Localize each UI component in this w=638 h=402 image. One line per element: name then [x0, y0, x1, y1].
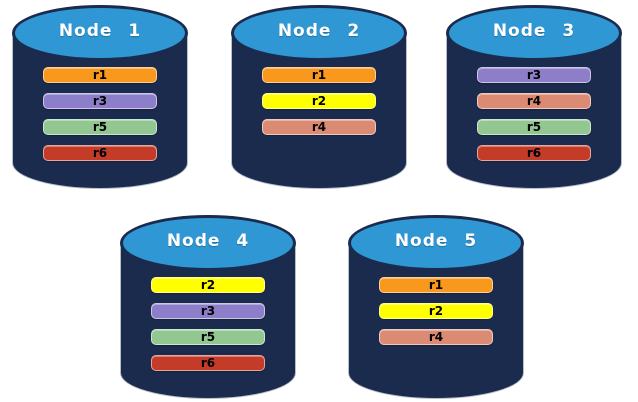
- record-label: r6: [526, 146, 542, 160]
- record-label: r3: [200, 304, 216, 318]
- record-list: r2 r3 r5 r6: [151, 277, 265, 371]
- node-title: Node 4: [166, 231, 250, 251]
- record-label: r6: [200, 356, 216, 370]
- record-bar: r5: [477, 119, 591, 135]
- record-label: r5: [92, 120, 108, 134]
- record-bar: r4: [262, 119, 376, 135]
- record-list: r1 r2 r4: [262, 67, 376, 135]
- record-bar: r2: [151, 277, 265, 293]
- node-cylinder: Node 3 r3 r4 r5 r6: [446, 5, 622, 189]
- record-bar: r2: [379, 303, 493, 319]
- node-cylinder: Node 4 r2 r3 r5 r6: [120, 215, 296, 399]
- cylinder-top-ellipse: [348, 215, 524, 271]
- node-title: Node 1: [58, 21, 142, 41]
- node-title: Node 2: [277, 21, 361, 41]
- record-label: r5: [526, 120, 542, 134]
- record-label: r3: [92, 94, 108, 108]
- record-label: r1: [92, 68, 108, 82]
- node-cylinder: Node 1 r1 r3 r5 r6: [12, 5, 188, 189]
- record-bar: r1: [262, 67, 376, 83]
- record-label: r6: [92, 146, 108, 160]
- cylinder-top-ellipse: [231, 5, 407, 61]
- record-bar: r6: [151, 355, 265, 371]
- record-label: r5: [200, 330, 216, 344]
- record-bar: r6: [477, 145, 591, 161]
- record-label: r4: [526, 94, 542, 108]
- record-bar: r3: [151, 303, 265, 319]
- record-list: r3 r4 r5 r6: [477, 67, 591, 161]
- record-label: r1: [428, 278, 444, 292]
- record-label: r2: [200, 278, 216, 292]
- node-title: Node 5: [394, 231, 478, 251]
- record-label: r1: [311, 68, 327, 82]
- record-list: r1 r2 r4: [379, 277, 493, 345]
- node-title: Node 3: [492, 21, 576, 41]
- cylinder-top-ellipse: [120, 215, 296, 271]
- record-bar: r6: [43, 145, 157, 161]
- record-bar: r4: [477, 93, 591, 109]
- record-bar: r1: [43, 67, 157, 83]
- record-bar: r2: [262, 93, 376, 109]
- record-bar: r5: [151, 329, 265, 345]
- record-bar: r5: [43, 119, 157, 135]
- node-cylinder: Node 2 r1 r2 r4: [231, 5, 407, 189]
- record-label: r4: [428, 330, 444, 344]
- cylinder-top-ellipse: [12, 5, 188, 61]
- record-bar: r1: [379, 277, 493, 293]
- record-label: r2: [311, 94, 327, 108]
- cylinder-top-ellipse: [446, 5, 622, 61]
- record-label: r2: [428, 304, 444, 318]
- record-bar: r4: [379, 329, 493, 345]
- record-bar: r3: [43, 93, 157, 109]
- record-list: r1 r3 r5 r6: [43, 67, 157, 161]
- record-label: r4: [311, 120, 327, 134]
- record-bar: r3: [477, 67, 591, 83]
- node-cylinder: Node 5 r1 r2 r4: [348, 215, 524, 399]
- record-label: r3: [526, 68, 542, 82]
